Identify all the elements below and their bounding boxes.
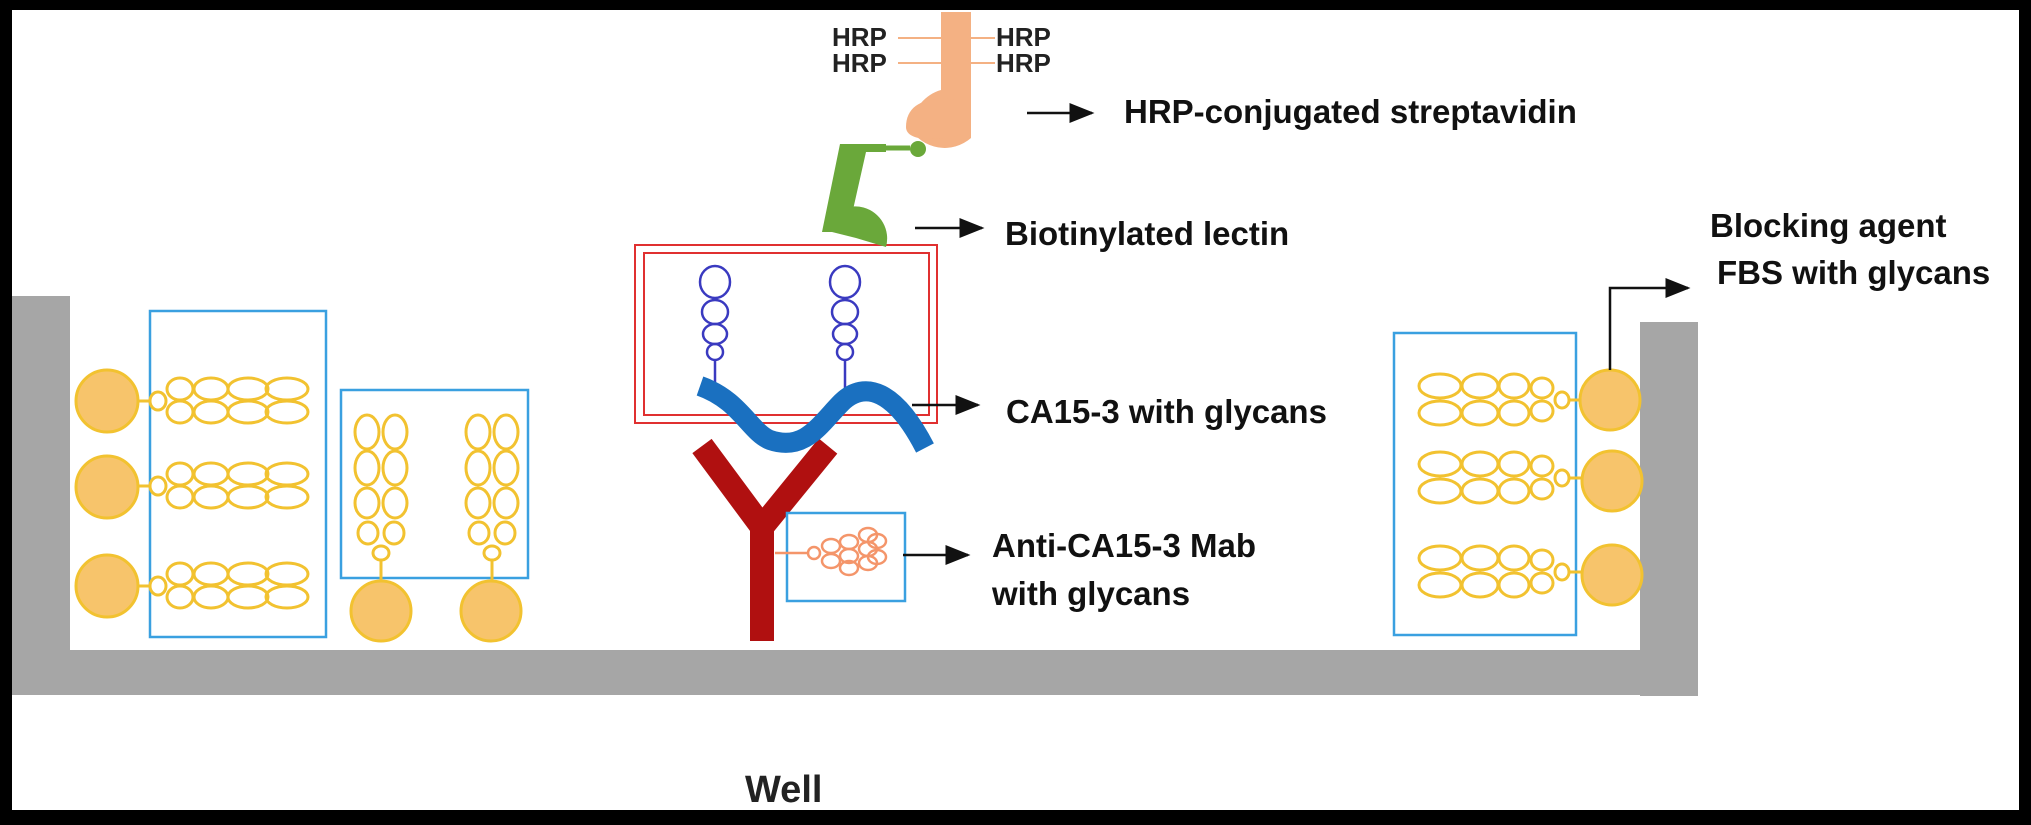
well: [12, 296, 1698, 696]
label-biotinylated-lectin: Biotinylated lectin: [1005, 215, 1289, 252]
hrp-links: [898, 37, 995, 64]
hrp-tag: HRP: [996, 48, 1051, 78]
label-blocking-line2: FBS with glycans: [1717, 254, 1990, 291]
biotinylated-lectin: [822, 141, 926, 247]
mab-glycan-box: [775, 511, 907, 603]
hrp-conjugated-streptavidin: [898, 12, 995, 148]
fbs-protein-balls: [1578, 368, 1644, 607]
ca153-protein: [696, 376, 934, 453]
label-mab-line2: with glycans: [991, 575, 1190, 612]
label-mab-line1: Anti-CA15-3 Mab: [992, 527, 1256, 564]
glycan-vertical: [353, 413, 409, 583]
anti-ca153-antibody: [692, 438, 838, 641]
fbs-glycan-box-left: [74, 309, 328, 639]
ca153-glycan: [698, 264, 732, 388]
hrp-tag: HRP: [832, 48, 887, 78]
pointer-arrows: [903, 103, 1691, 565]
fbs-glycan-box-middle: [339, 388, 530, 643]
hrp-tag: HRP: [832, 22, 887, 52]
well-left-wall: [12, 296, 70, 656]
well-bottom: [12, 650, 1692, 695]
fbs-protein-balls: [74, 368, 140, 619]
label-blocking-line1: Blocking agent: [1710, 207, 1947, 244]
arrow-blocking: [1608, 278, 1691, 370]
lectin-binding-highlight: [634, 244, 938, 424]
label-ca153: CA15-3 with glycans: [1006, 393, 1327, 430]
biotin-dot: [910, 141, 926, 157]
glycan-orange: [775, 526, 888, 577]
label-hrp-streptavidin: HRP-conjugated streptavidin: [1124, 93, 1577, 130]
label-well: Well: [745, 769, 822, 811]
fbs-protein-balls: [349, 579, 523, 643]
fbs-glycan-box-right: [1392, 331, 1644, 637]
hrp-tag: HRP: [996, 22, 1051, 52]
well-right-wall: [1640, 322, 1698, 696]
glycan-horizontal: [130, 376, 310, 425]
